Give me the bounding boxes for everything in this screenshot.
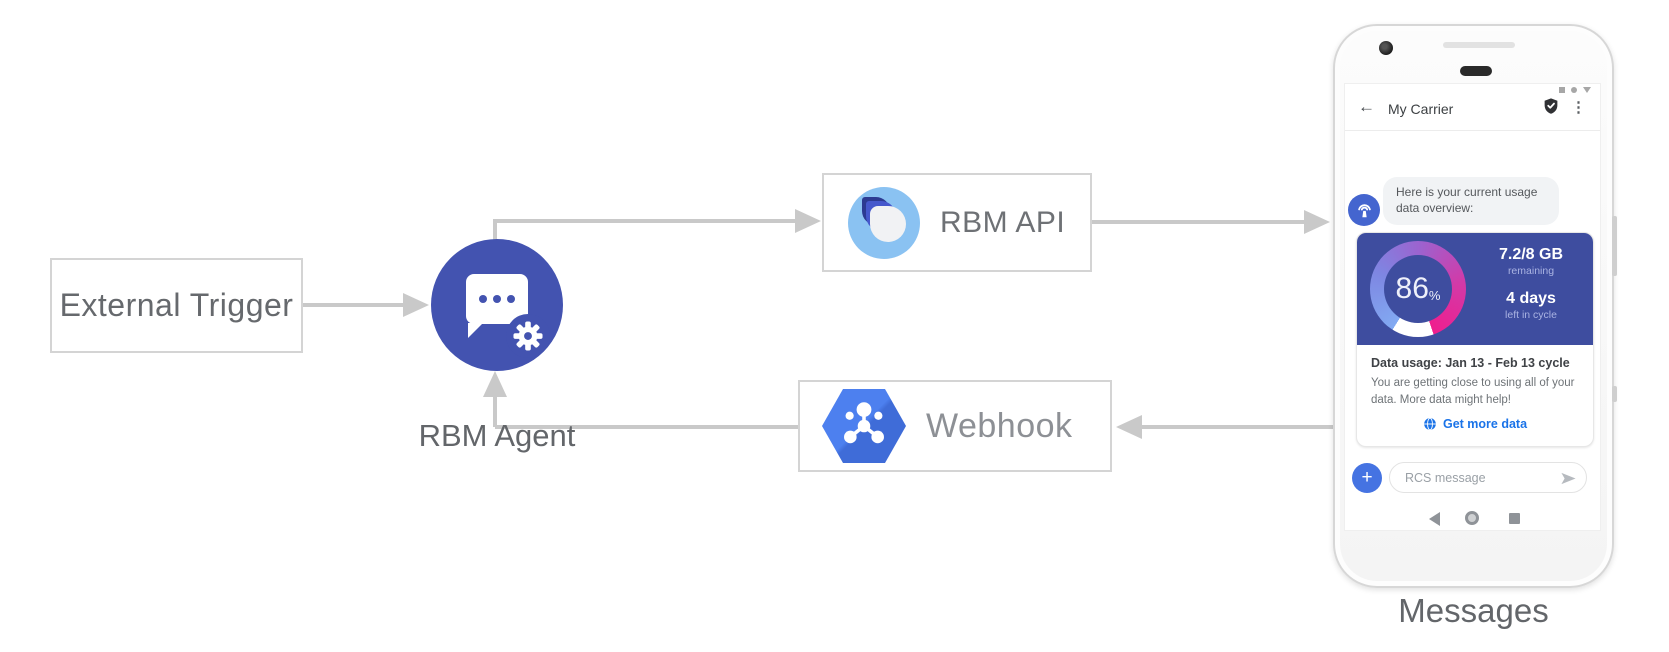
- rbm-api-label: RBM API: [940, 205, 1066, 239]
- volume-button: [1612, 386, 1617, 402]
- phone-screen: ← My Carrier ⋮ Here is your current usag…: [1344, 83, 1601, 531]
- rbm-agent-node: [431, 239, 563, 371]
- globe-icon: [1424, 418, 1436, 431]
- usage-percent: 86: [1395, 272, 1429, 305]
- webhook-box: Webhook: [798, 380, 1112, 472]
- arrowhead-right-icon: [1304, 210, 1330, 234]
- days-left: 4 days: [1506, 290, 1556, 307]
- external-trigger-box: External Trigger: [50, 258, 303, 353]
- webhook-hexagon-icon: [822, 389, 906, 463]
- bubble-dot-icon: [507, 295, 515, 303]
- rbm-agent-label: RBM Agent: [418, 418, 576, 453]
- attach-plus-button[interactable]: +: [1352, 463, 1382, 493]
- chat-bubble-tail-icon: [468, 323, 483, 338]
- bubble-dot-icon: [479, 295, 487, 303]
- phone-mockup: ← My Carrier ⋮ Here is your current usag…: [1333, 24, 1617, 588]
- days-caption: left in cycle: [1505, 309, 1557, 321]
- earpiece-icon: [1460, 66, 1492, 76]
- rbm-api-box: RBM API: [822, 173, 1092, 272]
- get-more-data-link[interactable]: Get more data: [1371, 417, 1579, 431]
- nav-back-icon[interactable]: [1429, 512, 1440, 526]
- usage-percent-unit: %: [1428, 287, 1441, 303]
- quota-caption: remaining: [1507, 265, 1555, 277]
- overflow-menu-icon[interactable]: ⋮: [1571, 99, 1586, 116]
- arrowhead-right-icon: [795, 209, 821, 233]
- agent-message-bubble: Here is your current usage data overview…: [1383, 177, 1559, 225]
- bubble-dot-icon: [493, 295, 501, 303]
- external-trigger-label: External Trigger: [59, 287, 294, 323]
- gear-icon: [506, 314, 550, 358]
- get-more-data-label: Get more data: [1442, 417, 1528, 432]
- status-triangle-icon: [1583, 87, 1591, 93]
- arrowhead-right-icon: [403, 293, 429, 317]
- status-bar: [1559, 87, 1591, 93]
- usage-rich-card: 86 % 7.2/8 GB remaining 4 days left in c…: [1356, 232, 1594, 447]
- messages-app-label: Messages: [1398, 592, 1549, 629]
- status-circle-icon: [1571, 87, 1577, 93]
- verified-shield-icon: [1542, 97, 1560, 120]
- usage-card-body: You are getting close to using all of yo…: [1371, 377, 1575, 406]
- power-button: [1612, 216, 1617, 276]
- conversation-title: My Carrier: [1388, 101, 1454, 117]
- message-composer[interactable]: [1389, 462, 1587, 493]
- usage-gauge-panel: 86 % 7.2/8 GB remaining 4 days left in c…: [1357, 233, 1593, 345]
- agent-avatar: [1348, 194, 1380, 226]
- arrowhead-up-icon: [483, 371, 507, 397]
- usage-card-title: Data usage: Jan 13 - Feb 13 cycle: [1371, 356, 1570, 370]
- status-square-icon: [1559, 87, 1565, 93]
- quota-remaining: 7.2/8 GB: [1498, 246, 1564, 263]
- speaker-slot-icon: [1443, 42, 1515, 48]
- arrowhead-left-icon: [1116, 415, 1142, 439]
- send-icon[interactable]: [1560, 470, 1577, 492]
- back-arrow-icon[interactable]: ←: [1358, 97, 1375, 116]
- nav-recents-icon[interactable]: [1509, 513, 1520, 524]
- rcs-message-input[interactable]: [1403, 464, 1547, 492]
- header-divider: [1345, 130, 1600, 131]
- front-camera-icon: [1379, 41, 1393, 55]
- rbm-api-logo-icon: [848, 186, 920, 259]
- data-usage-gauge: 86 %: [1370, 241, 1466, 337]
- webhook-label: Webhook: [926, 406, 1073, 445]
- nav-home-icon[interactable]: [1465, 511, 1479, 525]
